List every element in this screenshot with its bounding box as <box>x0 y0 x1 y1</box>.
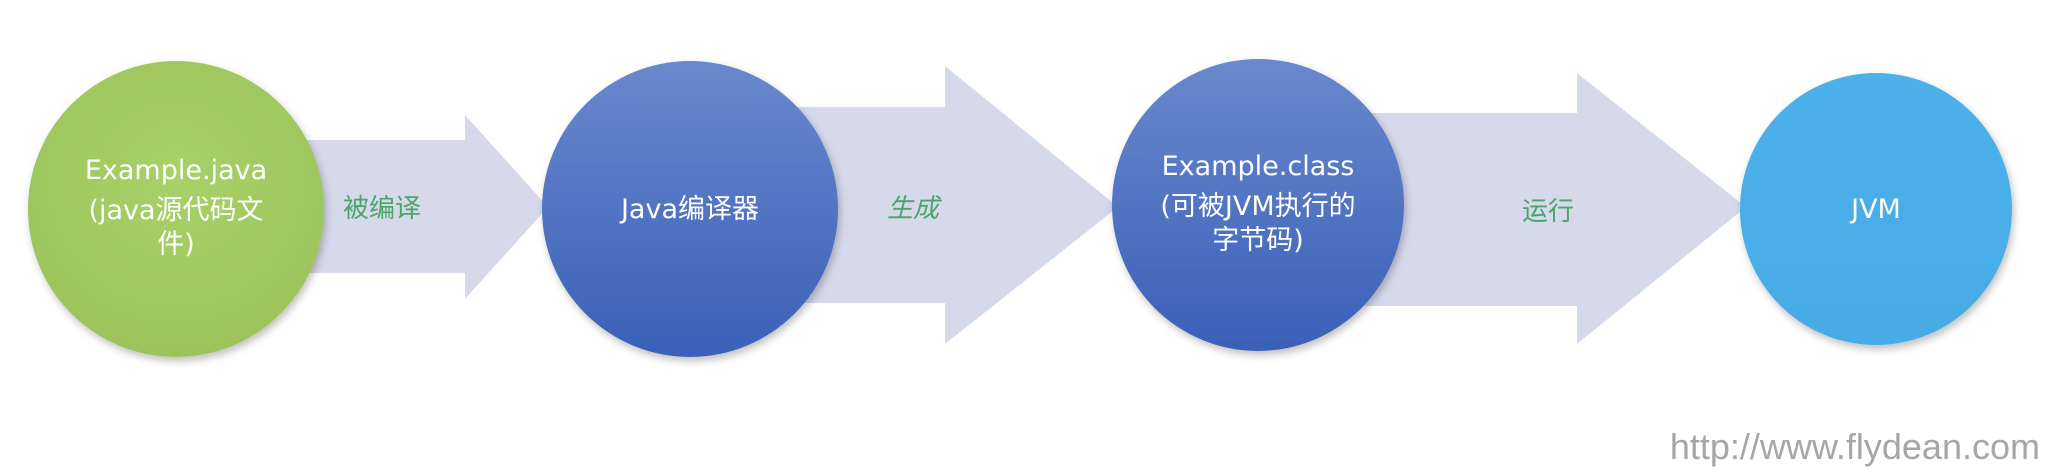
node-classfile-circle <box>1112 59 1404 351</box>
node-jvm-circle <box>1740 73 2012 345</box>
node-compiler-circle <box>542 61 838 357</box>
node-source-label: Example.java (java源代码文 件) <box>56 154 296 262</box>
edge-run-label: 运行 <box>1522 197 1575 227</box>
node-jvm-label: JVM <box>1756 193 1996 227</box>
node-classfile-line-1: Example.class <box>1161 151 1355 182</box>
node-classfile-line-2: (可被JVM执行的 <box>1160 191 1356 222</box>
arrow-run <box>1352 73 1746 344</box>
node-jvm-line-1: JVM <box>1851 194 1901 225</box>
arrow-compile <box>300 115 548 299</box>
node-source-line-1: Example.java <box>84 155 268 186</box>
node-source-line-2: (java源代码文 <box>88 195 264 226</box>
edge-generate-label: 生成 <box>887 194 940 224</box>
node-classfile-label: Example.class (可被JVM执行的 字节码) <box>1128 150 1388 258</box>
watermark-url: http://www.flydean.com <box>1669 426 2040 467</box>
node-compiler-label: Java编译器 <box>570 193 810 227</box>
edge-compile-label: 被编译 <box>343 194 422 224</box>
node-compiler-line-1: Java编译器 <box>620 194 760 225</box>
node-classfile-line-3: 字节码) <box>1212 225 1304 256</box>
node-source-circle <box>28 61 324 357</box>
node-source-line-3: 件) <box>157 229 195 260</box>
arrow-generate <box>775 66 1118 344</box>
